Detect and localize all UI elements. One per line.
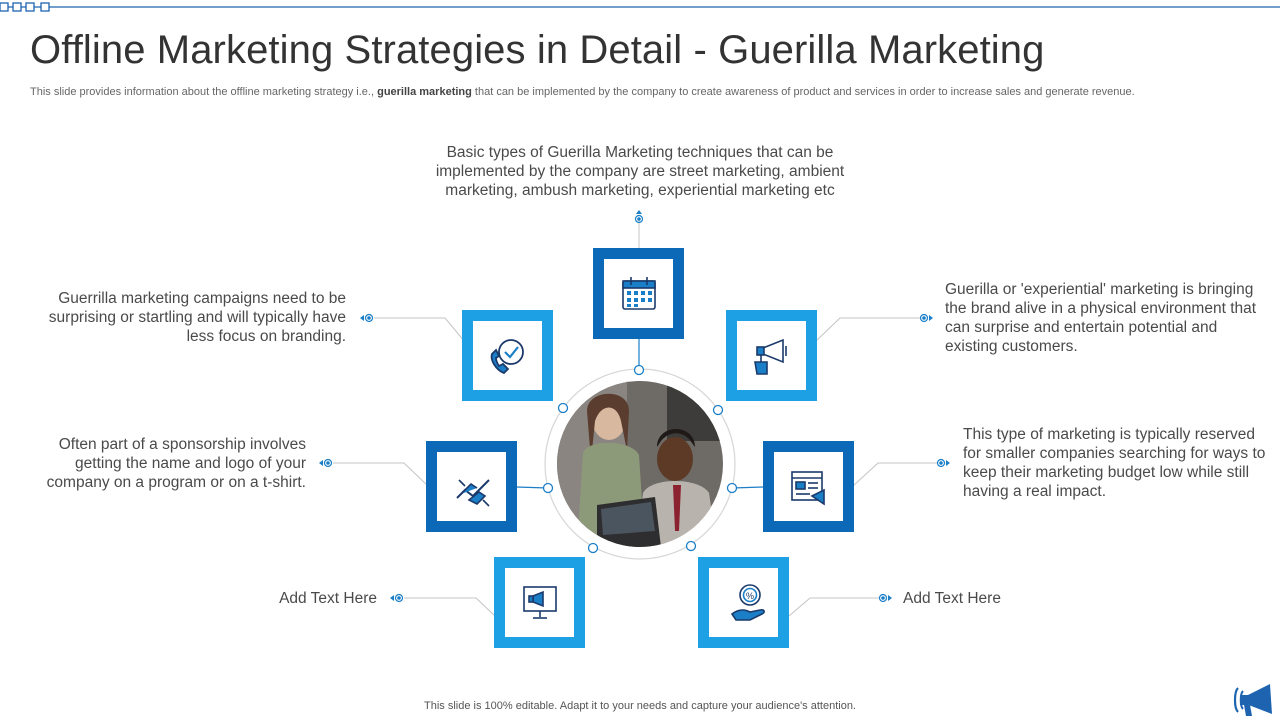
item-text-left1: Guerrilla marketing campaigns need to be…	[48, 290, 346, 345]
news-announcement-icon	[791, 471, 825, 506]
target-marker-top	[634, 210, 644, 224]
discount-hand-icon: %	[730, 584, 765, 621]
label-markers	[319, 210, 950, 603]
item-text-left2: Often part of a sponsorship involves get…	[46, 436, 306, 491]
megaphone-hand-icon	[754, 338, 787, 375]
handshake-icon	[456, 479, 490, 507]
svg-text:%: %	[746, 591, 754, 601]
ring-connectors	[515, 339, 764, 489]
item-text-right3[interactable]: Add Text Here	[903, 590, 1001, 607]
megaphone-logo-icon	[1233, 684, 1272, 716]
target-marker-right3	[878, 593, 892, 603]
target-marker-right1	[919, 313, 933, 323]
footer-note: This slide is 100% editable. Adapt it to…	[424, 700, 856, 712]
item-text-top: Basic types of Guerilla Marketing techni…	[435, 144, 845, 199]
item-text-right2: This type of marketing is typically rese…	[963, 426, 1266, 500]
item-text-left3[interactable]: Add Text Here	[279, 590, 377, 607]
target-marker-left1	[360, 313, 374, 323]
target-marker-right2	[936, 458, 950, 468]
center-photo	[557, 381, 723, 547]
page-title: Offline Marketing Strategies in Detail -…	[30, 28, 1045, 72]
target-marker-left3	[390, 593, 404, 603]
item-text-right1: Guerilla or 'experiential' marketing is …	[945, 281, 1257, 355]
page-subtitle: This slide provides information about th…	[30, 86, 1135, 98]
calendar-icon	[622, 277, 656, 310]
phone-check-icon	[490, 339, 524, 375]
computer-announcement-icon	[523, 586, 557, 619]
connection-dots	[542, 364, 738, 554]
connector-lines	[333, 220, 937, 617]
top-decoration-bar	[0, 2, 1280, 12]
target-marker-left2	[319, 458, 333, 468]
